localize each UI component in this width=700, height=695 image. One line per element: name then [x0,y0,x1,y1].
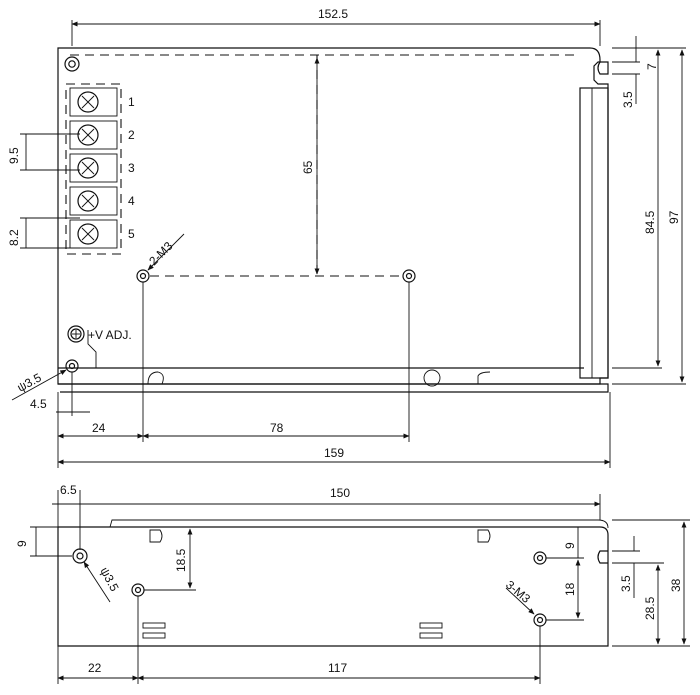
terminal-screw-icon [69,120,118,150]
vent-slots-left [142,622,166,639]
side-leader-hole-dia [83,561,111,603]
dim-4-5: 4.5 [30,397,47,411]
dim-65: 65 [301,160,315,174]
dim-38: 38 [669,578,683,592]
dim-28-5: 28.5 [643,596,657,620]
side-note-hole-dia: ψ3.5 [97,565,121,594]
dim-150: 150 [330,486,350,500]
dim-24: 24 [92,421,106,435]
terminal-screw-icon [69,153,118,183]
corner-screw-icon [64,56,80,72]
side-hole-m3-right-top [533,551,547,565]
terminal-screw-icon [69,87,118,117]
leader-3-m3 [505,587,535,615]
dim-117: 117 [328,661,347,675]
dim-97: 97 [667,210,681,224]
terminal-number: 5 [128,227,135,241]
mount-hole-left [136,269,150,283]
tab-feature-2 [477,529,491,543]
dim-152-5: 152.5 [318,7,348,21]
tab-feature-1 [149,529,163,543]
note-2-m3: 2-M3 [146,239,175,268]
terminal-block [65,83,122,255]
note-hole-dia: ψ3.5 [15,370,44,394]
side-view-top-flange [109,519,609,529]
side-view-outline [57,526,609,647]
dim-6-5: 6.5 [60,483,77,497]
side-view-slot [597,550,608,564]
mount-hole-bottom-left [65,359,79,373]
dim-78: 78 [270,421,284,435]
dim-22: 22 [88,661,102,675]
terminal-number: 2 [128,128,135,142]
dim-159: 159 [324,446,344,460]
terminal-number: 4 [128,194,135,208]
dim-3-5-side: 3.5 [619,575,633,592]
terminal-number: 3 [128,161,135,175]
note-3-m3: 3-M3 [503,578,533,607]
terminal-screw-icon [69,219,118,249]
top-view-base-flange [58,367,609,393]
terminal-screw-icon [69,186,118,216]
dim-18-5: 18.5 [174,548,188,572]
vadj-pot-icon [67,325,85,343]
dim-18: 18 [563,582,577,596]
vadj-label: +V ADJ. [88,328,132,342]
clip-feature-2 [423,369,441,387]
side-hole-m3-left [131,583,145,597]
clip-feature-1 [147,371,164,385]
dim-9-left: 9 [15,540,29,547]
dim-84-5: 84.5 [643,210,657,234]
leader-2-m3 [147,233,185,271]
top-view-outline [57,47,609,385]
dim-9-right: 9 [563,542,577,549]
dim-8-2: 8.2 [7,229,21,246]
dim-9-5: 9.5 [7,147,21,164]
right-slot [597,61,609,75]
dim-7: 7 [645,63,659,70]
mount-hole-right [402,269,416,283]
side-view: 6.5 150 9 ψ3.5 18.5 22 117 9 18 [15,483,690,684]
side-hole-m3-right-bottom [533,613,547,627]
heatsink-bar [579,87,609,379]
clip-feature-3 [477,371,491,384]
terminal-number: 1 [128,95,135,109]
leader-hole-dia [11,369,67,401]
top-view-inner-line [87,330,97,368]
side-hole-large [72,548,88,564]
vent-slots-right [419,622,443,639]
dim-3-5-top: 3.5 [621,91,635,108]
